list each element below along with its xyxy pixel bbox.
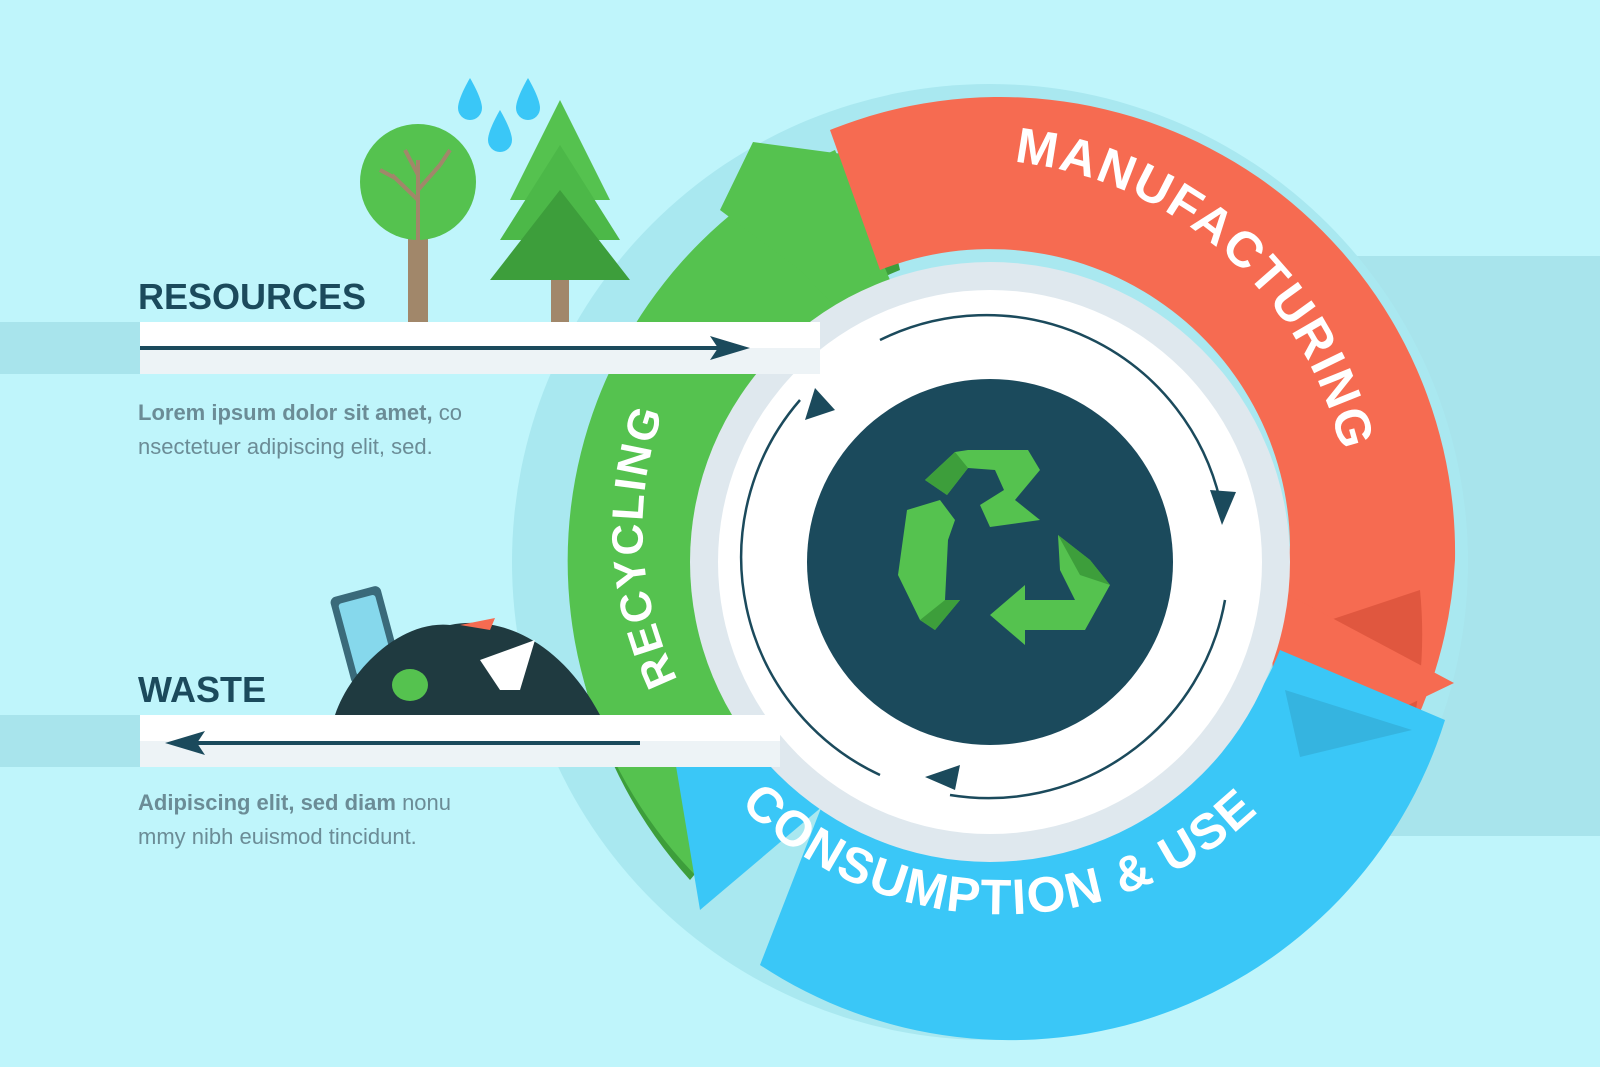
- resources-text-line1: Lorem ipsum dolor sit amet, co: [138, 400, 462, 425]
- cycle-arrowhead-right: [1210, 490, 1236, 525]
- inner-cycle-arrows: [740, 313, 1227, 800]
- cycle-arrowhead-left: [805, 388, 835, 420]
- waste-text-line1: Adipiscing elit, sed diam nonu: [138, 790, 451, 815]
- resources-heading: RESOURCES: [138, 276, 366, 317]
- waste-text-line2: mmy nibh euismod tincidunt.: [138, 824, 417, 849]
- waste-arrowhead: [165, 731, 205, 755]
- recycle-icon: [898, 450, 1110, 645]
- water-drop-icon: [458, 78, 540, 152]
- waste-pile-icon: [330, 586, 600, 715]
- resources-arrowhead: [710, 336, 750, 360]
- resources-text-line2: nsectetuer adipiscing elit, sed.: [138, 434, 433, 459]
- waste-heading: WASTE: [138, 669, 266, 710]
- pine-tree-icon: [490, 100, 630, 322]
- tree-icon: [360, 124, 476, 322]
- center-disc: [807, 379, 1173, 745]
- cycle-arrowhead-bottom: [925, 765, 960, 790]
